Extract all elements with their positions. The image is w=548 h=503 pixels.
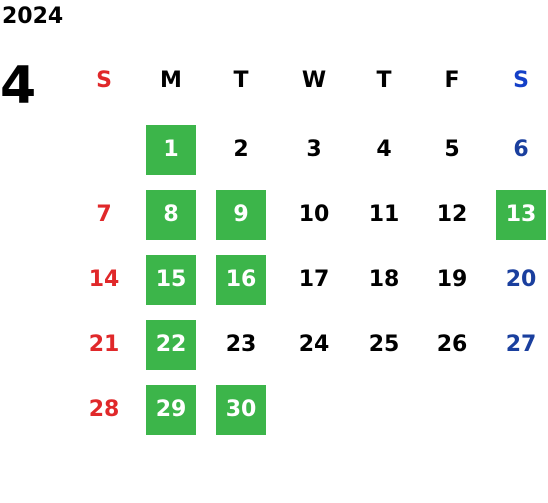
day-cell-30: 30 [216, 385, 266, 435]
year-label: 2024 [2, 4, 64, 29]
weekday-header-sunday: S [96, 68, 112, 93]
weekday-header-friday: F [444, 68, 460, 93]
day-cell-26: 26 [436, 332, 468, 357]
day-cell-20: 20 [505, 267, 537, 292]
day-cell-21: 21 [88, 332, 120, 357]
weekday-header-thursday: T [376, 68, 392, 93]
day-cell-7: 7 [96, 202, 112, 227]
day-cell-4: 4 [376, 137, 392, 162]
day-cell-12: 12 [436, 202, 468, 227]
weekday-header-wednesday: W [301, 68, 327, 93]
day-cell-22: 22 [146, 320, 196, 370]
day-cell-24: 24 [298, 332, 330, 357]
day-cell-6: 6 [513, 137, 529, 162]
day-cell-27: 27 [505, 332, 537, 357]
day-cell-19: 19 [436, 267, 468, 292]
day-cell-5: 5 [444, 137, 460, 162]
day-cell-25: 25 [368, 332, 400, 357]
weekday-header-monday: M [160, 68, 182, 93]
day-cell-17: 17 [298, 267, 330, 292]
day-cell-3: 3 [306, 137, 322, 162]
day-cell-14: 14 [88, 267, 120, 292]
day-cell-10: 10 [298, 202, 330, 227]
weekday-header-saturday: S [513, 68, 529, 93]
day-cell-2: 2 [233, 137, 249, 162]
day-cell-9: 9 [216, 190, 266, 240]
day-cell-18: 18 [368, 267, 400, 292]
day-cell-11: 11 [368, 202, 400, 227]
day-cell-1: 1 [146, 125, 196, 175]
day-cell-29: 29 [146, 385, 196, 435]
day-cell-23: 23 [225, 332, 257, 357]
day-cell-8: 8 [146, 190, 196, 240]
day-cell-28: 28 [88, 397, 120, 422]
day-cell-15: 15 [146, 255, 196, 305]
month-number: 4 [0, 56, 37, 116]
weekday-header-tuesday: T [233, 68, 249, 93]
day-cell-13: 13 [496, 190, 546, 240]
day-cell-16: 16 [216, 255, 266, 305]
